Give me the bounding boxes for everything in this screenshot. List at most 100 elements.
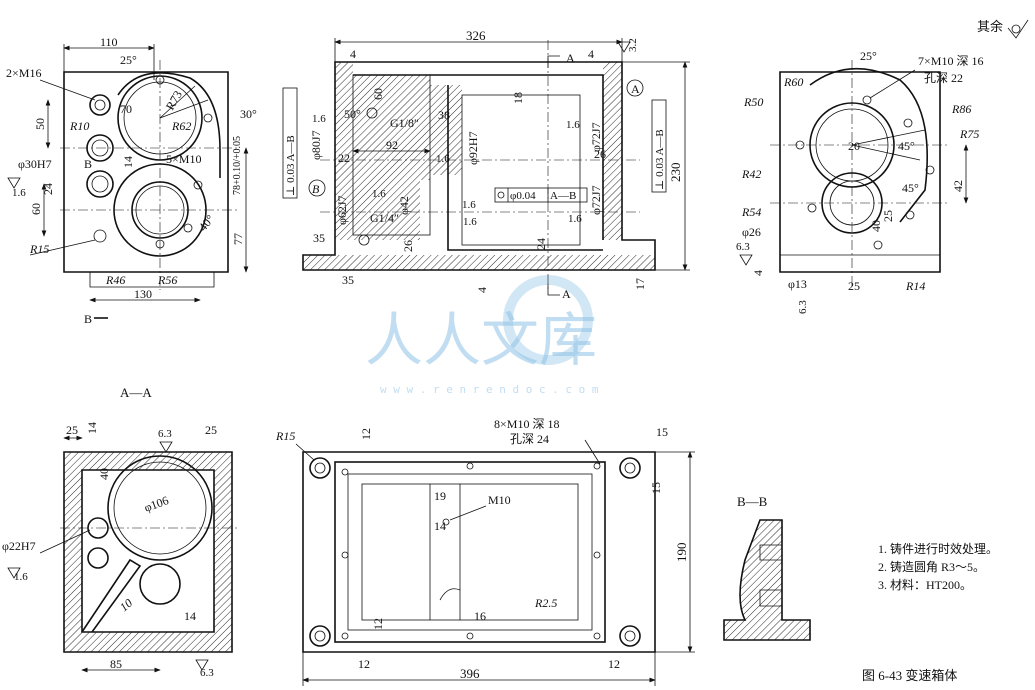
fv-dim-24: 24	[534, 238, 548, 250]
rv-dim-20: 20	[848, 139, 860, 153]
lv-dim-130: 130	[134, 287, 152, 301]
fv-dim-4c: 4	[475, 287, 489, 293]
fv-dim-92: 92	[386, 138, 398, 152]
rv-dim-42: 42	[951, 180, 965, 192]
fv-dim-G18: G1/8″	[390, 116, 419, 130]
rv-dim-R14: R14	[905, 279, 925, 293]
watermark-url: w w w . r e n r e n d o c . c o m	[380, 383, 599, 396]
fv-rough-2: 1.6	[436, 153, 450, 165]
note-1: 1. 铸件进行时效处理。	[878, 541, 998, 556]
rv-dim-4: 4	[751, 270, 765, 276]
fv-dim-50deg: 50°	[344, 107, 361, 121]
lv-dim-R10: R10	[69, 119, 89, 133]
tv-dim-8xM10: 8×M10 深 18	[494, 417, 559, 431]
tv-dim-R2.5: R2.5	[534, 596, 557, 610]
rv-dim-R54: R54	[741, 205, 761, 219]
lv-dim-78tol: 78+0.10/+0.05	[232, 136, 243, 195]
aa-rough-6.3a: 6.3	[158, 428, 172, 440]
aa-dim-14: 14	[85, 422, 99, 434]
fv-dim-26b: 26	[401, 240, 415, 252]
roughness-other: 其余	[977, 19, 1029, 39]
lv-roughness: 1.6	[12, 187, 26, 199]
lv-dim-R56: R56	[157, 273, 177, 287]
watermark-text: 人人文库	[365, 306, 597, 374]
tv-dim-16: 16	[474, 609, 486, 623]
aa-dim-25b: 25	[205, 423, 217, 437]
fv-dim-G14: G1/4″	[370, 211, 399, 225]
lv-dim-5xM10: 5×M10	[166, 152, 201, 166]
fv-tol-right: ⊥ 0.03 A—B	[654, 129, 666, 190]
lv-dim-60: 60	[29, 203, 43, 215]
fv-tol-AB: A—B	[550, 190, 576, 202]
fv-tol-left: ⊥ 0.03 A—B	[285, 135, 297, 196]
tv-dim-12b: 12	[371, 618, 385, 630]
section-bb-title: B—B	[737, 494, 768, 509]
fv-datum-A: A	[631, 82, 640, 96]
rv-dim-phi13: φ13	[788, 277, 807, 291]
aa-dim-14b: 14	[184, 609, 196, 623]
rv-dim-40: 40	[869, 220, 883, 232]
fv-dim-230: 230	[668, 163, 683, 183]
tv-dim-12a: 12	[359, 428, 373, 440]
fv-section-A-top: A	[566, 51, 575, 65]
fv-dim-4b: 4	[588, 47, 594, 61]
fv-dim-phi42: φ42	[397, 196, 411, 215]
tv-dim-14: 14	[434, 519, 446, 533]
rv-dim-R86: R86	[951, 102, 971, 116]
fv-dim-phi72J7b: φ72J7	[589, 185, 603, 215]
aa-dim-phi22H7: φ22H7	[2, 539, 36, 553]
lv-dim-B: B	[84, 157, 92, 171]
fv-rough-4: 1.6	[462, 199, 476, 211]
lv-dim-25deg: 25°	[120, 53, 137, 67]
bb-view	[723, 519, 811, 641]
note-2: 2. 铸造圆角 R3～5。	[878, 559, 985, 574]
fv-dim-35b: 35	[342, 273, 354, 287]
lv-dim-R73: R73	[163, 88, 185, 112]
fv-dim-phi80J7: φ80J7	[309, 130, 323, 160]
fv-dim-38: 38	[438, 108, 450, 122]
fv-rough-3: 1.6	[372, 188, 386, 200]
lv-dim-40deg: 40°	[196, 212, 218, 234]
fv-dim-phi72J7a: φ72J7	[589, 122, 603, 152]
lv-dim-50: 50	[33, 118, 47, 130]
lv-dim-R15: R15	[29, 242, 49, 256]
section-aa-title: A—A	[120, 385, 152, 400]
left-view: 110 25° 2×M16 70 R73 30° 50 R10 R62 5×M1…	[6, 35, 257, 326]
fv-dim-phi92H7: φ92H7	[466, 131, 480, 165]
tv-dim-12d: 12	[608, 657, 620, 671]
lv-dim-2xM16: 2×M16	[6, 66, 41, 80]
fv-rough-5: 1.6	[312, 113, 326, 125]
rv-rough-6.3b: 6.3	[797, 300, 809, 314]
tv-dim-15a: 15	[656, 425, 668, 439]
fv-rough-1: 1.6	[566, 119, 580, 131]
aa-dim-40: 40	[97, 468, 111, 480]
lv-dim-24: 24	[41, 183, 55, 195]
rv-dim-R75: R75	[959, 127, 979, 141]
lv-dim-phi30H7: φ30H7	[18, 157, 52, 171]
tv-dim-R15: R15	[275, 429, 295, 443]
fv-section-A-bot: A	[562, 287, 571, 301]
fv-dim-35a: 35	[313, 231, 325, 245]
tv-dim-396: 396	[460, 666, 480, 681]
tv-dim-190: 190	[674, 543, 689, 563]
rv-dim-phi26: φ26	[742, 225, 761, 239]
fv-dim-26a: 26	[594, 147, 606, 161]
lv-dim-R62: R62	[171, 119, 191, 133]
rv-dim-7xM10: 7×M10 深 16	[918, 54, 983, 68]
rv-dim-45deg-b: 45°	[902, 181, 919, 195]
lv-dim-R46: R46	[105, 273, 125, 287]
technical-notes: 1. 铸件进行时效处理。 2. 铸造圆角 R3～5。 3. 材料：HT200。	[878, 541, 998, 592]
aa-view: 25 14 6.3 25 40 φ106 φ22H7 1.6 10 14 85 …	[2, 422, 240, 679]
lv-dim-14: 14	[121, 156, 135, 168]
note-3: 3. 材料：HT200。	[878, 578, 972, 592]
tv-dim-19: 19	[434, 489, 446, 503]
rv-dim-R50: R50	[743, 95, 763, 109]
rv-dim-25b: 25	[848, 279, 860, 293]
fv-rough-3.2: 3.2	[627, 38, 639, 52]
fv-dim-4a: 4	[350, 47, 356, 61]
figure-caption: 图 6-43 变速箱体	[862, 668, 957, 683]
fv-dim-17: 17	[633, 278, 647, 290]
tv-dim-kongshen24: 孔深 24	[510, 432, 549, 446]
rv-dim-R42: R42	[741, 167, 761, 181]
